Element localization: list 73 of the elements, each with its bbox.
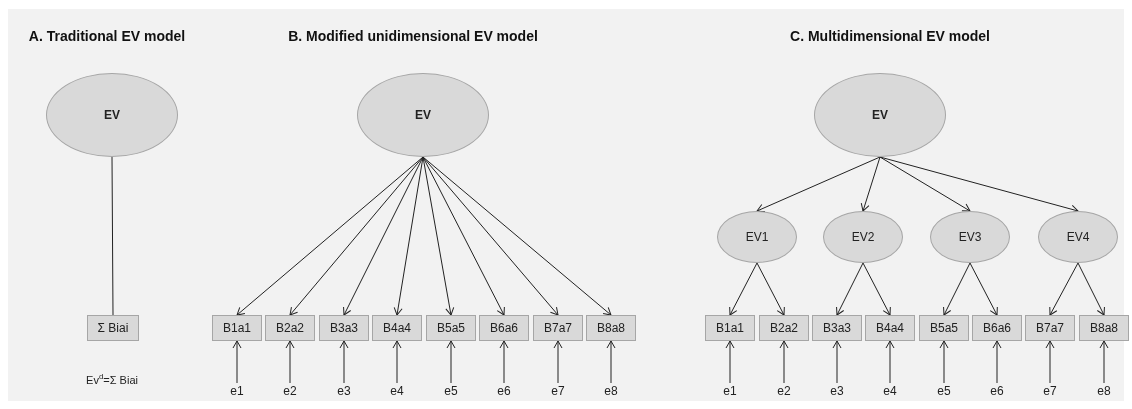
error-term: e1 <box>718 383 742 398</box>
arrow <box>499 340 509 384</box>
arrow <box>1077 262 1105 316</box>
arrow <box>285 340 295 384</box>
indicator-box: B1a1 <box>705 315 755 341</box>
error-term: e7 <box>1038 383 1062 398</box>
arrow <box>553 340 563 384</box>
error-term: e4 <box>878 383 902 398</box>
error-term: e5 <box>439 383 463 398</box>
indicator-box: B7a7 <box>533 315 583 341</box>
connector-line <box>111 156 114 316</box>
arrow <box>1049 262 1079 316</box>
indicator-box: B3a3 <box>319 315 369 341</box>
error-term: e1 <box>225 383 249 398</box>
panel-title: B. Modified unidimensional EV model <box>288 28 538 44</box>
indicator-box: B8a8 <box>1079 315 1129 341</box>
indicator-box: B7a7 <box>1025 315 1075 341</box>
arrow <box>1099 340 1109 384</box>
arrow <box>860 156 881 212</box>
error-term: e6 <box>492 383 516 398</box>
error-term: e3 <box>825 383 849 398</box>
error-term: e7 <box>546 383 570 398</box>
arrow <box>725 340 735 384</box>
arrow <box>756 262 785 316</box>
arrow <box>832 340 842 384</box>
arrow <box>885 340 895 384</box>
indicator-box: Σ Biai <box>87 315 139 341</box>
panel-title: A. Traditional EV model <box>28 28 186 44</box>
arrow <box>289 156 424 316</box>
arrow <box>836 262 864 316</box>
arrow <box>422 156 559 316</box>
arrow <box>422 156 612 316</box>
indicator-box: B8a8 <box>586 315 636 341</box>
arrow <box>862 262 891 316</box>
error-term: e2 <box>278 383 302 398</box>
arrow <box>606 340 616 384</box>
arrow <box>939 340 949 384</box>
error-term: e8 <box>599 383 623 398</box>
error-term: e5 <box>932 383 956 398</box>
error-term: e4 <box>385 383 409 398</box>
arrow <box>232 340 242 384</box>
arrow <box>446 340 456 384</box>
arrow <box>339 340 349 384</box>
arrow <box>779 340 789 384</box>
arrow <box>756 156 881 213</box>
arrow <box>392 340 402 384</box>
arrow <box>969 262 998 316</box>
arrow <box>422 156 455 316</box>
error-term: e6 <box>985 383 1009 398</box>
error-term: e8 <box>1092 383 1116 398</box>
indicator-box: B5a5 <box>919 315 969 341</box>
indicator-box: B2a2 <box>265 315 315 341</box>
indicator-box: B6a6 <box>972 315 1022 341</box>
arrow <box>943 262 971 316</box>
arrow <box>422 156 505 316</box>
indicator-box: B3a3 <box>812 315 862 341</box>
formula-note: Ev$^{d}$=Σ Biai <box>86 372 138 386</box>
indicator-box: B6a6 <box>479 315 529 341</box>
indicator-box: B4a4 <box>372 315 422 341</box>
arrow <box>393 156 424 316</box>
indicator-box: B5a5 <box>426 315 476 341</box>
indicator-box: B2a2 <box>759 315 809 341</box>
arrow <box>992 340 1002 384</box>
arrow <box>729 262 758 316</box>
indicator-box: B1a1 <box>212 315 262 341</box>
arrow <box>1045 340 1055 384</box>
panel-title: C. Multidimensional EV model <box>790 28 990 44</box>
error-term: e2 <box>772 383 796 398</box>
arrow <box>343 156 424 316</box>
indicator-box: B4a4 <box>865 315 915 341</box>
error-term: e3 <box>332 383 356 398</box>
arrow <box>879 156 971 212</box>
arrow <box>236 156 424 316</box>
